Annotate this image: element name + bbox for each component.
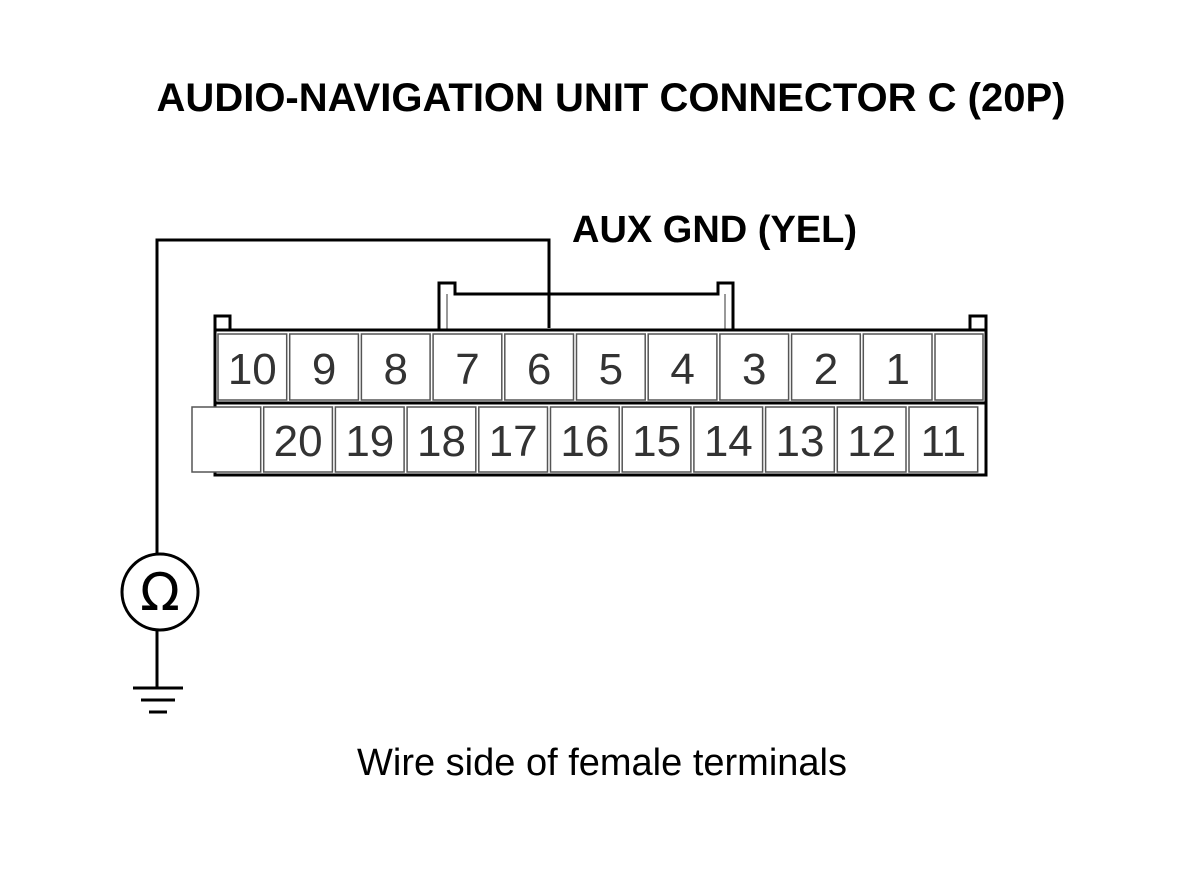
terminal-16: 16 xyxy=(549,406,620,473)
terminal-7: 7 xyxy=(432,333,503,401)
terminal-number: 16 xyxy=(560,417,609,466)
terminal-number: 17 xyxy=(489,417,538,466)
terminal-9: 9 xyxy=(288,333,360,401)
terminal-15: 15 xyxy=(621,406,692,473)
terminal-number: 5 xyxy=(599,345,623,394)
terminal-number: 19 xyxy=(345,417,394,466)
terminal-number: 15 xyxy=(632,417,681,466)
terminal-1: 1 xyxy=(862,333,933,401)
terminal-number: 2 xyxy=(814,345,838,394)
probe-wire xyxy=(155,238,551,555)
terminal-8: 8 xyxy=(360,333,431,401)
ohm-symbol: Ω xyxy=(140,563,180,623)
diagram-caption: Wire side of female terminals xyxy=(357,742,847,784)
terminal-number: 8 xyxy=(384,345,408,394)
terminal-5: 5 xyxy=(575,333,646,401)
terminal-10: 10 xyxy=(217,333,288,401)
terminal-number: 9 xyxy=(312,345,336,394)
diagram-title: AUDIO-NAVIGATION UNIT CONNECTOR C (20P) xyxy=(157,76,1066,120)
terminal-17: 17 xyxy=(478,406,549,473)
terminal-3: 3 xyxy=(719,333,790,401)
terminal-number: 6 xyxy=(527,345,551,394)
terminal-number: 20 xyxy=(274,417,323,466)
terminal-14: 14 xyxy=(693,406,764,473)
connector-housing xyxy=(213,281,988,477)
terminal-number: 14 xyxy=(704,417,753,466)
terminal-blank xyxy=(934,333,984,401)
terminal-number: 7 xyxy=(455,345,479,394)
terminal-12: 12 xyxy=(836,406,907,473)
terminal-number: 11 xyxy=(921,417,967,466)
terminal-11: 11 xyxy=(908,406,979,473)
ground-icon xyxy=(133,686,183,714)
bottom-row: 20 19 18 17 16 15 14 13 12 11 xyxy=(191,406,979,473)
terminal-number: 12 xyxy=(847,417,896,466)
terminal-13: 13 xyxy=(764,406,836,473)
terminal-number: 4 xyxy=(670,345,694,394)
terminal-number: 1 xyxy=(885,345,909,394)
ohmmeter-icon: Ω xyxy=(120,552,200,632)
terminal-number: 3 xyxy=(742,345,766,394)
terminal-20: 20 xyxy=(262,406,334,473)
terminal-6: 6 xyxy=(504,333,575,401)
terminal-19: 19 xyxy=(334,406,405,473)
terminal-blank xyxy=(191,406,262,473)
terminal-2: 2 xyxy=(790,333,862,401)
terminal-number: 13 xyxy=(776,417,825,466)
terminal-label: AUX GND (YEL) xyxy=(572,209,857,251)
terminal-4: 4 xyxy=(647,333,718,401)
terminal-18: 18 xyxy=(406,406,477,473)
terminal-number: 10 xyxy=(228,345,277,394)
terminal-number: 18 xyxy=(417,417,466,466)
